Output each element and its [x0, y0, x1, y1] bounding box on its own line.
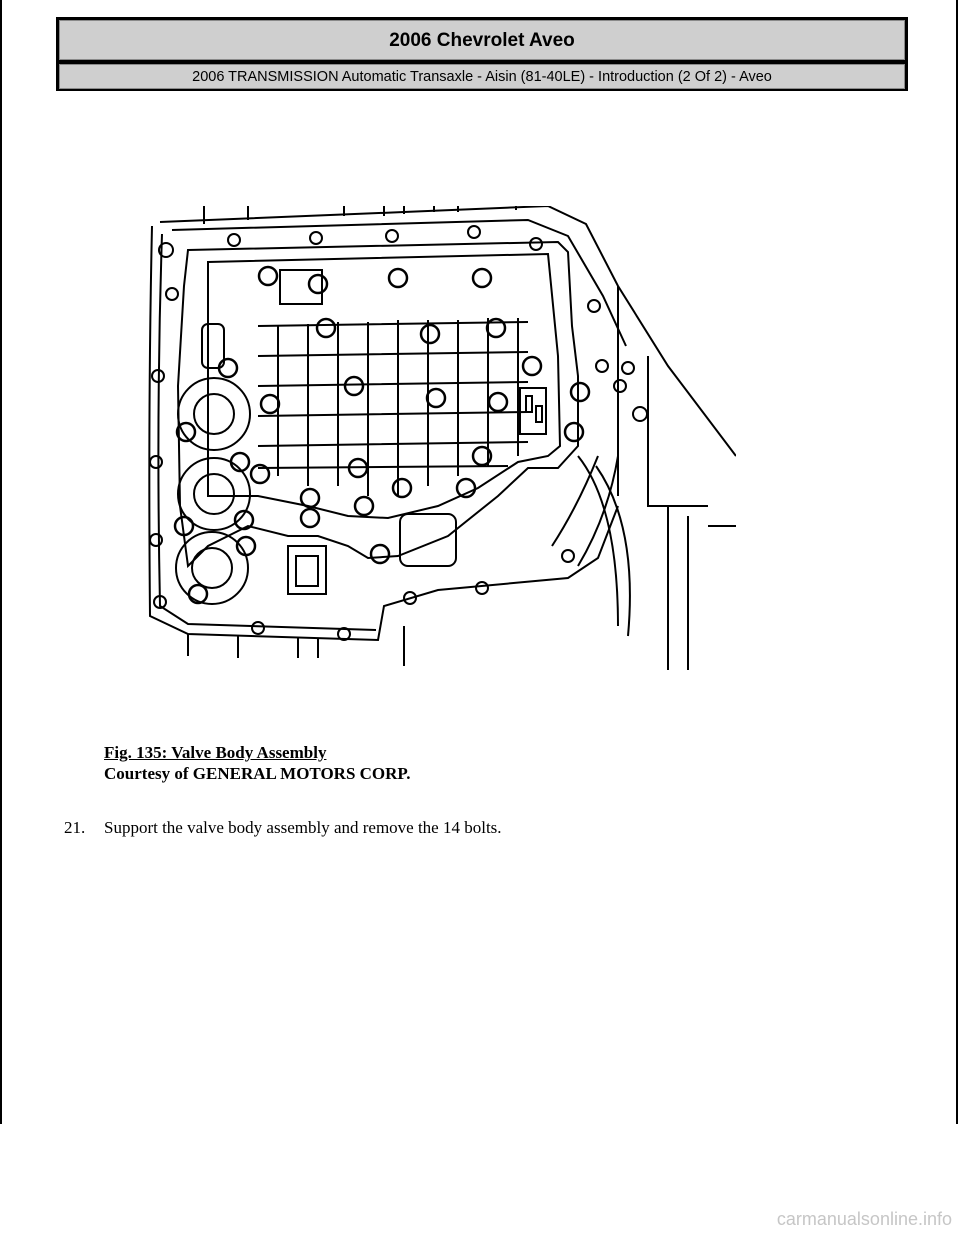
document-header: 2006 Chevrolet Aveo 2006 TRANSMISSION Au… [56, 17, 908, 91]
figure-title: Fig. 135: Valve Body Assembly [104, 743, 327, 762]
figure-caption: Fig. 135: Valve Body Assembly Courtesy o… [104, 742, 411, 784]
step-text: Support the valve body assembly and remo… [104, 818, 502, 837]
step-number: 21. [64, 818, 86, 837]
header-title: 2006 Chevrolet Aveo [59, 20, 905, 60]
figure-credit: Courtesy of GENERAL MOTORS CORP. [104, 764, 411, 783]
procedure-step: 21. Support the valve body assembly and r… [64, 817, 502, 838]
watermark-text: carmanualsonline.info [776, 1209, 952, 1229]
page-frame [0, 0, 958, 1124]
valve-body-illustration [148, 206, 736, 670]
header-subtitle: 2006 TRANSMISSION Automatic Transaxle - … [59, 64, 905, 89]
